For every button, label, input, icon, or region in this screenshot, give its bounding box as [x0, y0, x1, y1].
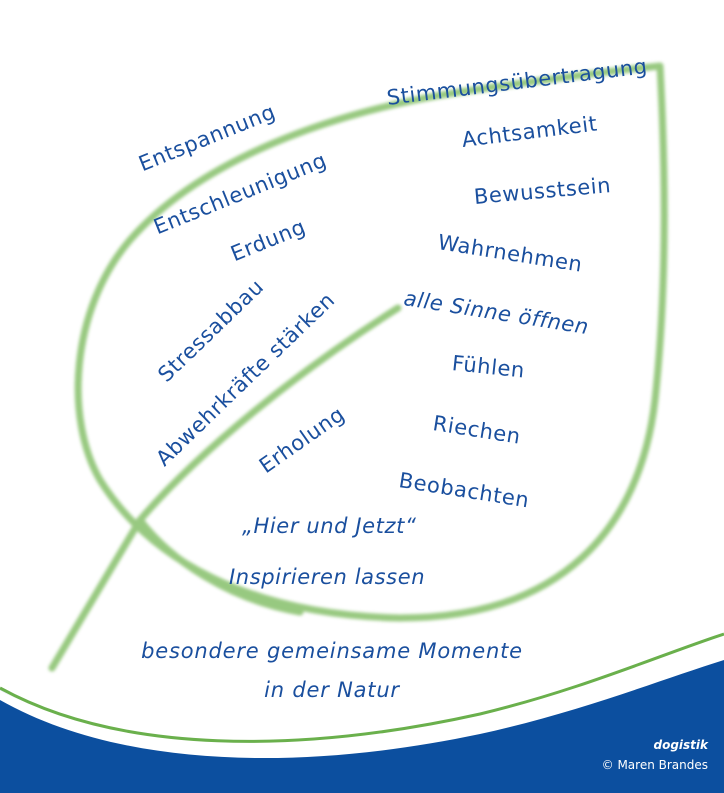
bottom-wave-green-line — [0, 632, 724, 743]
brand-copyright: © Maren Brandes — [601, 758, 708, 772]
quote-hier-und-jetzt: „Hier und Jetzt“ — [242, 514, 417, 538]
bottom-wave — [0, 640, 724, 793]
bottom-wave-white — [0, 638, 724, 759]
footer-line-1: besondere gemeinsame Momente — [141, 639, 523, 663]
brand-name: dogistik — [653, 738, 708, 752]
footer-line-2: in der Natur — [264, 678, 400, 702]
leaf-outline — [48, 62, 668, 672]
word-inspirieren-lassen: Inspirieren lassen — [229, 565, 426, 589]
